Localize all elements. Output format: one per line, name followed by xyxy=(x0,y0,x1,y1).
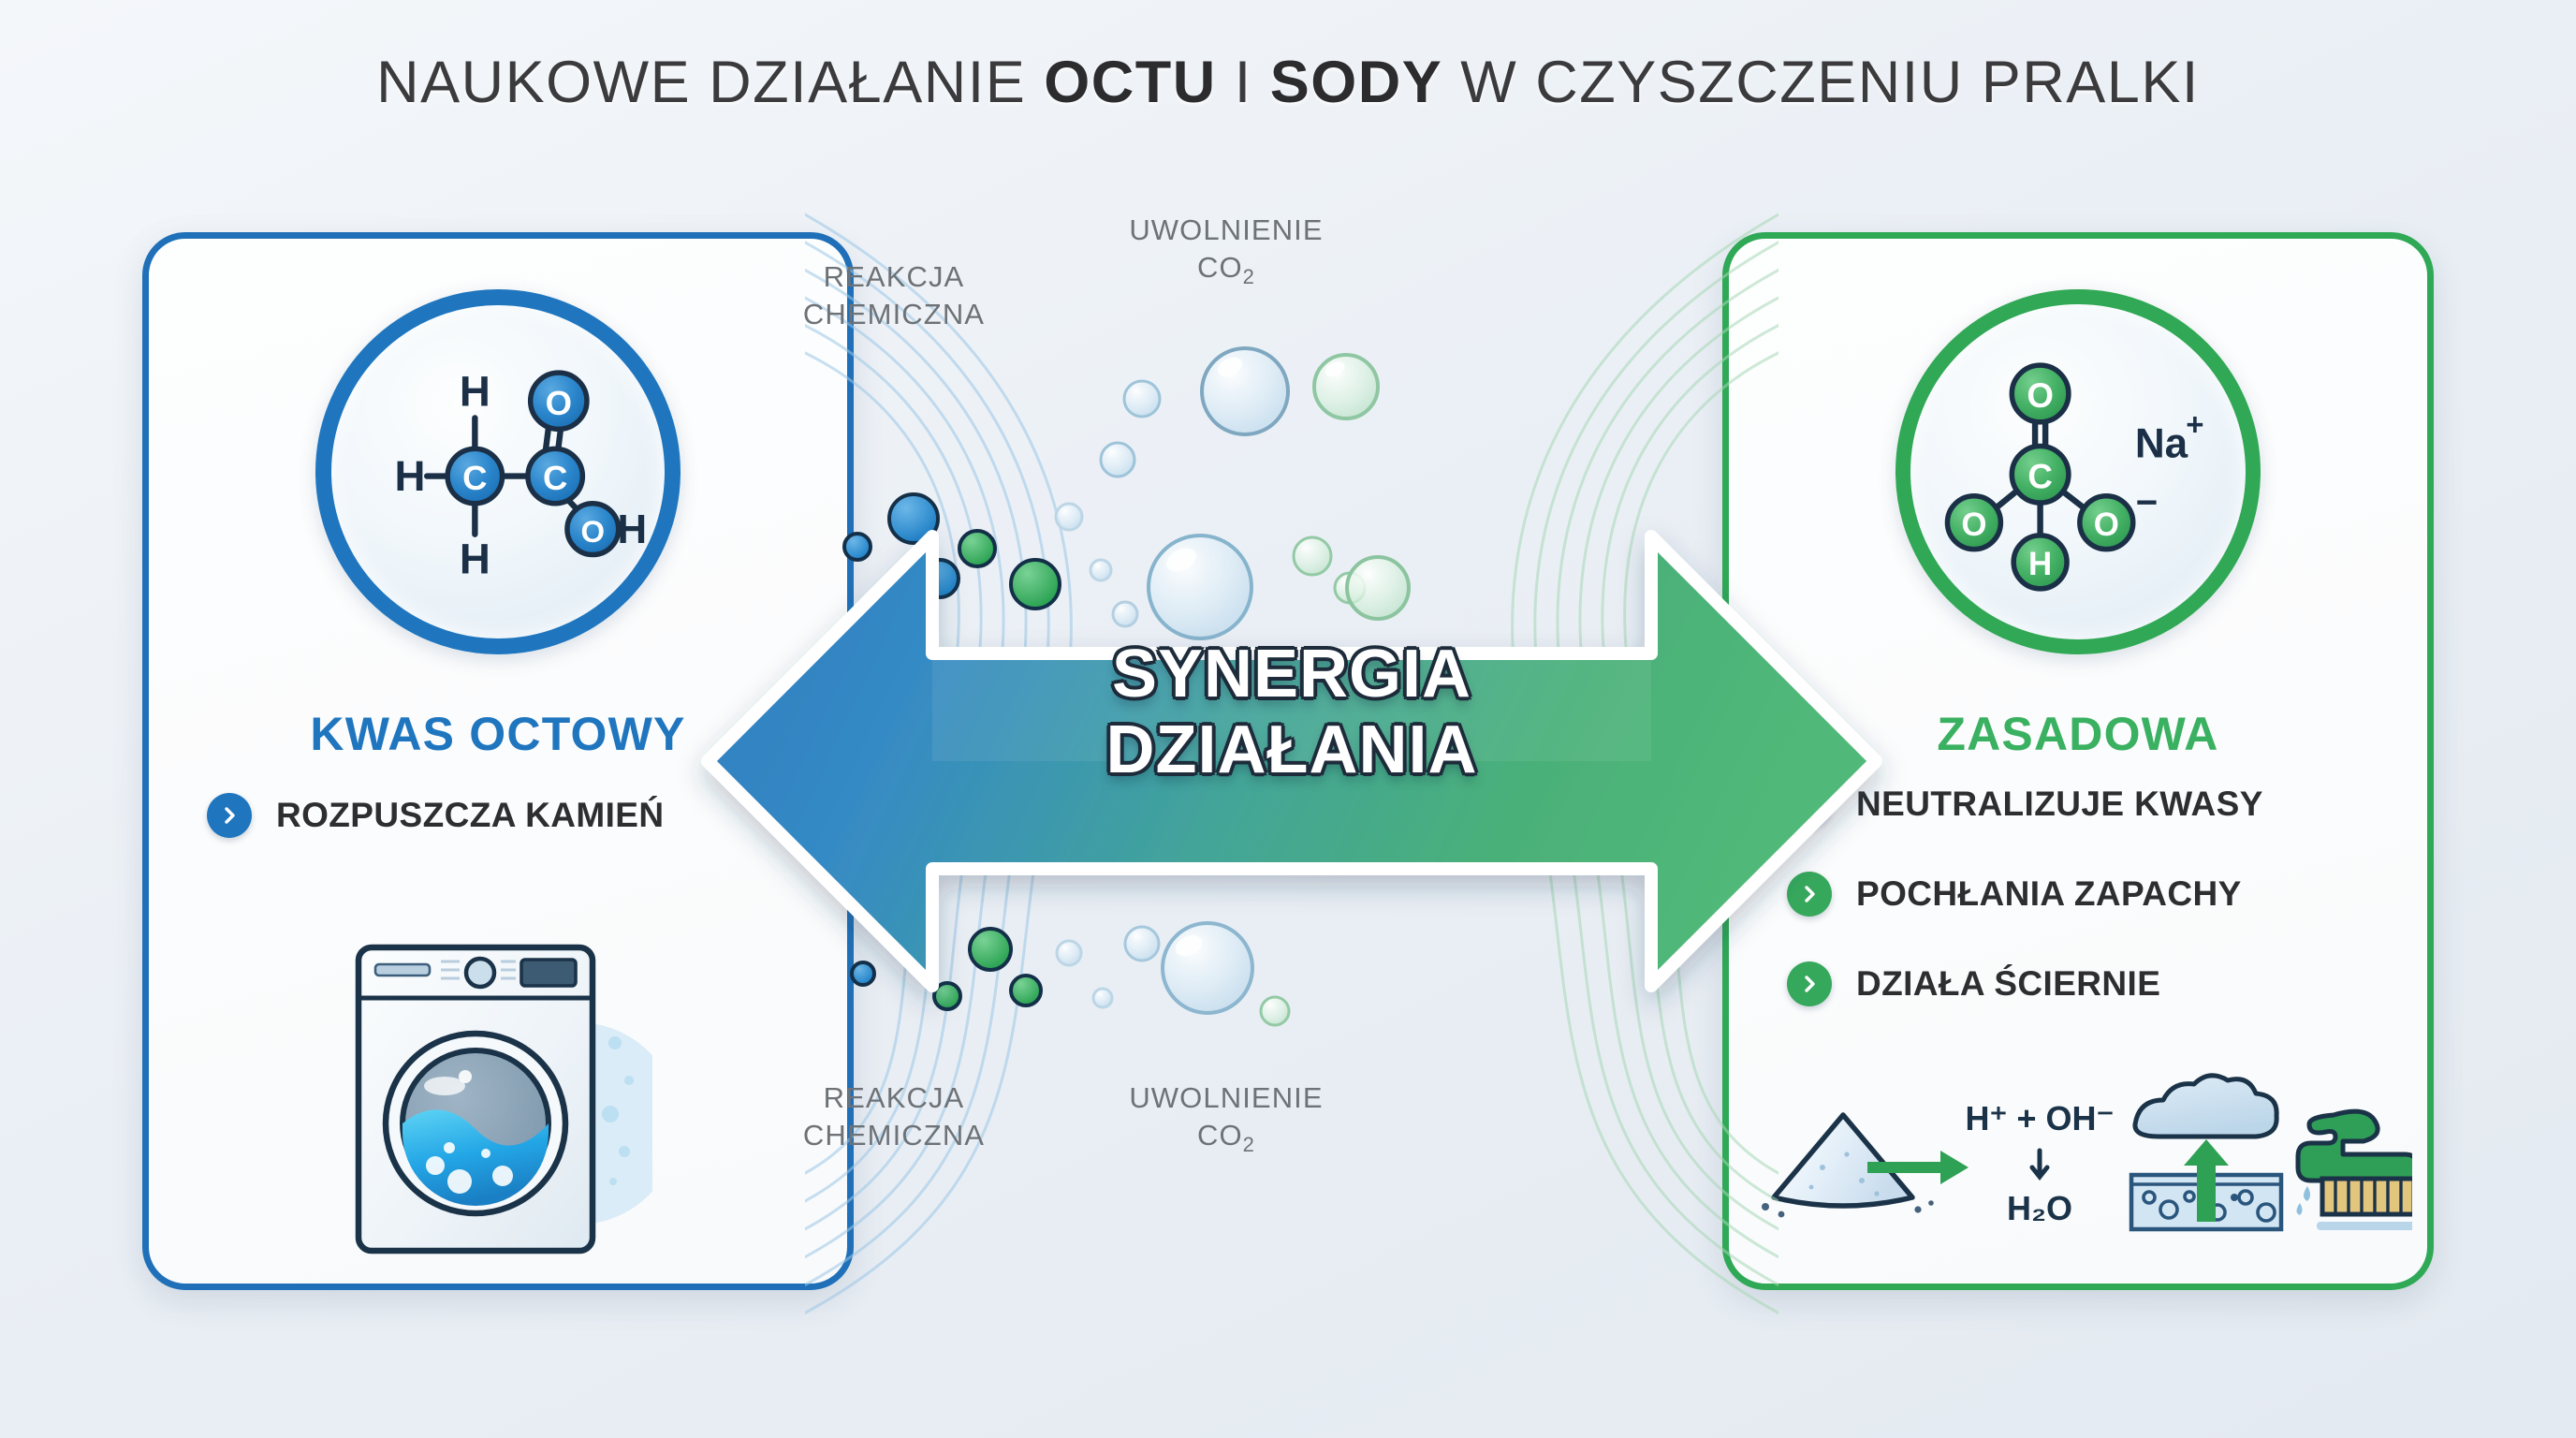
synergy-double-arrow xyxy=(701,232,1882,1290)
caption-co2-top-line1: UWOLNIENIE xyxy=(1129,213,1324,246)
atom-label-c2: C xyxy=(543,459,567,497)
sodium-bicarbonate-molecule-icon: O C O O H Na + − xyxy=(1895,289,2261,654)
svg-text:O: O xyxy=(581,514,606,549)
chevron-right-icon xyxy=(1787,872,1832,917)
formula-h2o: H₂O xyxy=(2007,1189,2072,1227)
page-title-bold-octu: OCTU xyxy=(1044,50,1217,115)
bubble-icon xyxy=(842,492,1061,610)
atom-label-h: H xyxy=(2028,546,2052,582)
acetic-acid-molecule-icon: H H H C C O O H xyxy=(315,289,681,654)
mechanism-icon-row: H⁺ + OH⁻ H₂O xyxy=(1757,1064,2421,1242)
caption-co2-bottom: UWOLNIENIE CO2 xyxy=(1067,1079,1385,1159)
atom-label-na: Na xyxy=(2135,420,2188,466)
caption-co2-top-sub: 2 xyxy=(1242,265,1256,289)
atom-label-c1: C xyxy=(462,459,487,497)
benefit-list-right: NEUTRALIZUJE KWASY POCHŁANIA ZAPACHY DZI… xyxy=(1787,782,2405,1051)
list-item: POCHŁANIA ZAPACHY xyxy=(1787,872,2405,917)
molecule-badge-left: H H H C C O O H xyxy=(315,289,681,654)
substance-name-right: ZASADOWA xyxy=(1937,708,2219,760)
atom-label-o-top: O xyxy=(2027,376,2054,415)
atom-charge-o: − xyxy=(2136,480,2159,523)
odor-cloud-icon xyxy=(2129,1073,2284,1232)
powder-pile-icon xyxy=(1762,1112,1934,1218)
page-title-pre: NAUKOWE DZIAŁANIE xyxy=(376,50,1045,115)
page-title-post: W CZYSZCZENIU PRALKI xyxy=(1442,50,2200,115)
caption-co2-bottom-sub: 2 xyxy=(1242,1133,1256,1157)
reaction-arrow-icon xyxy=(1867,1151,1969,1184)
caption-co2-bottom-line1: UWOLNIENIE xyxy=(1129,1081,1324,1114)
atom-label-c: C xyxy=(2027,457,2053,495)
atom-label-o-double: O xyxy=(546,384,572,422)
synergy-label-line2: DZIAŁANIA xyxy=(1105,712,1478,787)
bubble-cluster-top xyxy=(739,333,1750,640)
atom-charge-na: + xyxy=(2186,408,2203,443)
substance-name-left: KWAS OCTOWY xyxy=(310,708,686,760)
page-title-bold-sody: SODY xyxy=(1269,50,1443,115)
list-item: DZIAŁA ŚCIERNIE xyxy=(1787,961,2405,1006)
list-item-label: NEUTRALIZUJE KWASY xyxy=(1856,785,2263,823)
page-title-mid: I xyxy=(1216,50,1270,115)
atom-label-o-right: O xyxy=(2094,506,2119,543)
bubble-cluster-bottom xyxy=(739,888,1750,1126)
caption-co2-top-line2: CO xyxy=(1196,251,1243,285)
formula-h-oh: H⁺ + OH⁻ xyxy=(1965,1099,2114,1137)
benefit-list-left: ROZPUSZCZA KAMIEŃ xyxy=(207,793,825,883)
list-item: ROZPUSZCZA KAMIEŃ xyxy=(207,793,825,838)
list-item-label: ROZPUSZCZA KAMIEŃ xyxy=(276,796,665,834)
chevron-right-icon xyxy=(207,793,252,838)
synergy-label-line1: SYNERGIA xyxy=(1111,637,1472,712)
svg-text:H: H xyxy=(617,506,647,552)
washing-machine-icon xyxy=(344,931,679,1272)
scrub-brush-icon xyxy=(2295,1108,2421,1230)
caption-co2-bottom-line2: CO xyxy=(1196,1119,1243,1152)
synergy-label: SYNERGIA DZIAŁANIA xyxy=(842,637,1741,787)
atom-label-h-top: H xyxy=(460,368,490,416)
molecule-badge-right: O C O O H Na + − xyxy=(1895,289,2261,654)
atom-label-h-left: H xyxy=(395,452,426,500)
atom-label-h-bottom: H xyxy=(460,536,490,583)
list-item-label: DZIAŁA ŚCIERNIE xyxy=(1856,964,2161,1003)
list-item: NEUTRALIZUJE KWASY xyxy=(1787,782,2405,827)
caption-co2-top: UWOLNIENIE CO2 xyxy=(1067,212,1385,291)
chevron-right-icon xyxy=(1787,961,1832,1006)
page-title: NAUKOWE DZIAŁANIE OCTU I SODY W CZYSZCZE… xyxy=(0,49,2576,116)
atom-label-o-left: O xyxy=(1961,506,1986,543)
list-item-label: POCHŁANIA ZAPACHY xyxy=(1856,874,2242,913)
